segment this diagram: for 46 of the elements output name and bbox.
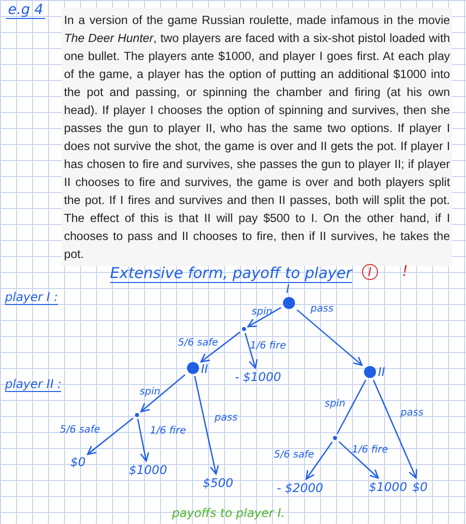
edge-label: spin (324, 398, 346, 410)
example-number: e.g 4 (6, 2, 46, 19)
edge-label: pass (310, 304, 334, 314)
payoff-text: - $1000 (234, 370, 282, 384)
problem-paragraph: In a version of the game Russian roulette, made infamous in the movie The Deer Hunter, two players are faced with a six-shot pistol loaded with one bullet. The players ante $1000, and player I goes first. At each play of the game, a player has the option of putting an additional $1000 into the pot and passing, or spinning the chamber and firing (at his own head). If player I chooses the option of spinning and survives, then she passes the gun to player II, who has the same two options. If player I does not survive the shot, the game is over and II gets the pot. If player I has chosen to fire and survives, she passes the gun to player II; if player II chooses to fire and survives, the game is over and both players split the pot. If I fires and survives and then II passes, both will split the pot. The effect of this is that II will pay $500 to I. On the other hand, if I chooses to pass and II chooses to fire, then if II survives, he takes the pot. (62, 8, 452, 266)
payoff-text: - $2000 (276, 481, 324, 495)
edge-label: 1/6 fire (352, 444, 388, 456)
player-label: I (286, 282, 290, 296)
chance-node (242, 327, 246, 331)
player-label: II (378, 365, 386, 379)
branch-arrow (137, 418, 150, 462)
branch-arrow (87, 418, 134, 455)
payoff-text: $0 (412, 480, 428, 494)
branch-arrow (372, 380, 418, 479)
branch-arrow (244, 332, 258, 369)
edge-label: 5/6 safe (178, 338, 218, 348)
payoff-text: $1000 (368, 480, 408, 494)
heading-text: Extensive form, payoff to player (110, 264, 352, 283)
edge-label: pass (400, 408, 424, 418)
edge-label: spin (252, 306, 272, 318)
branch-arrow (338, 441, 379, 479)
branch-arrow (194, 376, 219, 475)
edge-label: spin (140, 386, 160, 398)
chance-node (135, 413, 139, 417)
edge-label: 5/6 safe (274, 450, 314, 460)
branch-arrow (296, 309, 363, 366)
payoff-text: $1000 (128, 463, 168, 477)
decision-node (283, 297, 295, 309)
edge-label: 1/6 fire (150, 426, 186, 436)
decision-node (364, 366, 376, 378)
player-label: I (362, 264, 378, 280)
branch-arrow (247, 307, 282, 328)
branch-arrow (140, 374, 186, 412)
payoff-text: $500 (202, 476, 234, 490)
edge-label: pass (214, 412, 238, 424)
caption: payoffs to player I. (172, 506, 285, 520)
decision-node (187, 362, 199, 374)
branch-arrow (200, 332, 240, 363)
player-label: player I : (5, 290, 58, 305)
chance-node (333, 436, 337, 440)
player-label: II (201, 362, 208, 376)
edge-label: 5/6 safe (60, 424, 100, 436)
payoff-text: $0 (70, 455, 86, 469)
branch-arrow (306, 442, 333, 480)
edge-label: 1/6 fire (250, 340, 286, 352)
player-label: player II : (5, 377, 62, 392)
